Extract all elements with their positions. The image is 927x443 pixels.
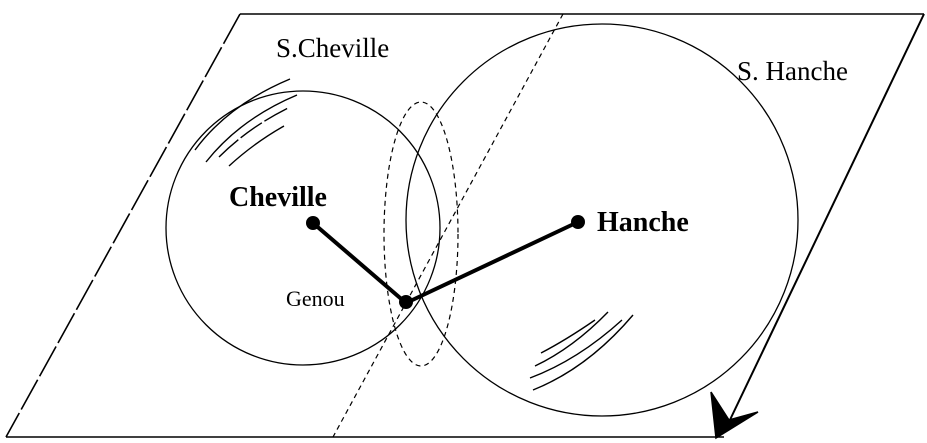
- ankle-label: Cheville: [229, 182, 327, 213]
- sphere-intersection-ellipse: [383, 101, 459, 367]
- knee-label: Genou: [286, 286, 345, 311]
- hip-joint-dot: [571, 215, 585, 229]
- knee-joint-dot: [399, 295, 413, 309]
- ankle-sphere-circle: [165, 90, 441, 366]
- plane: [5, 13, 925, 438]
- hip-sphere-label: S. Hanche: [737, 56, 848, 86]
- hip-label: Hanche: [597, 207, 689, 238]
- limb-segments: [311, 220, 580, 305]
- plane-right-edge: [727, 13, 925, 425]
- hip-sphere-shading: [529, 311, 634, 391]
- knee-plane-line: [332, 13, 564, 438]
- knee-hip-segment: [404, 220, 580, 305]
- ankle-joint-dot: [306, 216, 320, 230]
- ankle-sphere-label: S.Cheville: [276, 33, 389, 63]
- plane-left-edge: [5, 13, 241, 438]
- ankle-sphere-shading: [194, 78, 298, 167]
- hip-sphere-circle: [405, 23, 799, 417]
- ankle-knee-segment: [311, 221, 408, 305]
- direction-arrow-head: [710, 391, 759, 440]
